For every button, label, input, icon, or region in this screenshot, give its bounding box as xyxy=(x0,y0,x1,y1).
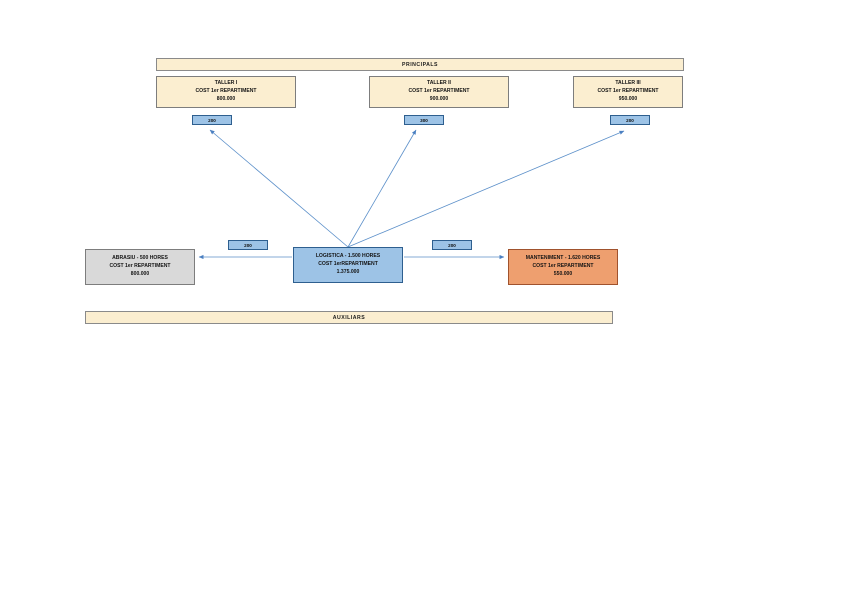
hours-label-manteniment[interactable]: 200 xyxy=(432,240,472,250)
dept-box-taller-3[interactable]: TALLER III COST 1er REPARTIMENT 950.000 xyxy=(573,76,683,108)
hours-value: 200 xyxy=(244,242,252,248)
hours-value: 200 xyxy=(448,242,456,248)
dept-box-taller-2[interactable]: TALLER II COST 1er REPARTIMENT 900.000 xyxy=(369,76,509,108)
dept-cost-label: COST 1er REPARTIMENT xyxy=(109,263,171,270)
dept-cost-value: 900.000 xyxy=(429,95,449,102)
hours-label-taller-1[interactable]: 200 xyxy=(192,115,232,125)
dept-cost-label: COST 1er REPARTIMENT xyxy=(408,88,470,95)
dept-box-manteniment[interactable]: MANTENIMENT - 1.620 HORES COST 1er REPAR… xyxy=(508,249,618,285)
hours-value: 300 xyxy=(420,117,428,123)
hours-value: 200 xyxy=(626,117,634,123)
arrow-logistica-to-taller-2 xyxy=(347,129,417,248)
dept-cost-value: 950.000 xyxy=(618,95,638,102)
dept-cost-value: 800.000 xyxy=(216,95,236,102)
arrow-logistica-to-taller-3 xyxy=(347,130,625,248)
dept-name: TALLER III xyxy=(615,80,641,87)
dept-name: LOGISTICA - 1.500 HORES xyxy=(315,253,381,260)
arrow-logistica-to-taller-1 xyxy=(209,129,349,248)
dept-cost-label: COST 1er REPARTIMENT xyxy=(597,88,659,95)
hours-value: 200 xyxy=(208,117,216,123)
dept-cost-label: COST 1erREPARTIMENT xyxy=(318,261,378,268)
dept-cost-value: 1.375.000 xyxy=(336,268,360,275)
dept-box-abrasiu[interactable]: ABRASIU - 500 HORES COST 1er REPARTIMENT… xyxy=(85,249,195,285)
dept-cost-label: COST 1er REPARTIMENT xyxy=(195,88,257,95)
dept-cost-label: COST 1er REPARTIMENT xyxy=(532,263,594,270)
dept-box-taller-1[interactable]: TALLER I COST 1er REPARTIMENT 800.000 xyxy=(156,76,296,108)
hours-label-taller-3[interactable]: 200 xyxy=(610,115,650,125)
banner-auxiliars-label: AUXILIARS xyxy=(332,314,366,321)
dept-name: MANTENIMENT - 1.620 HORES xyxy=(525,255,601,262)
dept-box-logistica[interactable]: LOGISTICA - 1.500 HORES COST 1erREPARTIM… xyxy=(293,247,403,283)
banner-principals: PRINCIPALS xyxy=(156,58,684,71)
hours-label-abrasiu[interactable]: 200 xyxy=(228,240,268,250)
dept-name: ABRASIU - 500 HORES xyxy=(112,255,168,262)
dept-name: TALLER I xyxy=(214,80,238,87)
dept-cost-value: 550.000 xyxy=(553,270,573,277)
banner-auxiliars: AUXILIARS xyxy=(85,311,613,324)
dept-name: TALLER II xyxy=(427,80,451,87)
banner-principals-label: PRINCIPALS xyxy=(401,61,439,68)
dept-cost-value: 800.000 xyxy=(130,270,150,277)
hours-label-taller-2[interactable]: 300 xyxy=(404,115,444,125)
